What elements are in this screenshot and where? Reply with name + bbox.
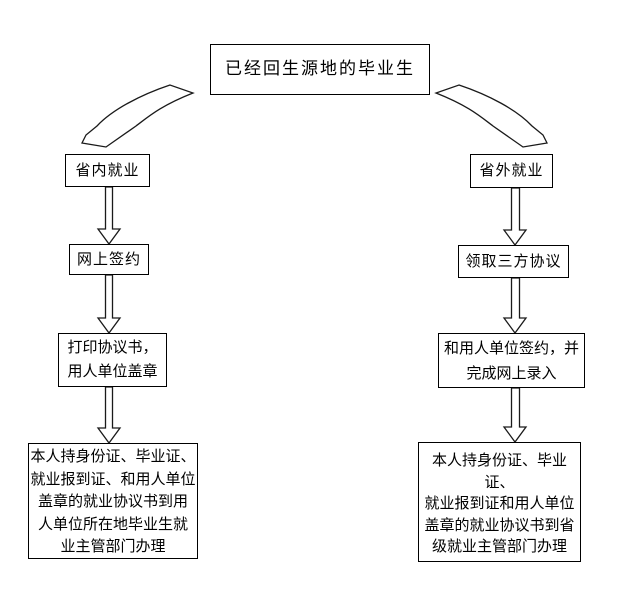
left-node-print-agreement-employer-stamp: 打印协议书， 用人单位盖章 [58,333,167,387]
left-node-final-procedure: 本人持身份证、毕业证、 就业报到证、和用人单位 盖章的就业协议书到用 人单位所在… [28,443,198,559]
down-arrow-left-2 [96,274,122,335]
right-node-out-of-province-employment: 省外就业 [470,154,553,188]
curved-branch-arrow-left [81,84,195,148]
down-arrow-left-3 [96,386,122,445]
curved-branch-arrow-right [434,84,548,148]
left-node-online-signing: 网上签约 [69,244,149,275]
down-arrow-right-1 [502,187,528,247]
right-node-sign-with-employer-online-entry: 和用人单位签约，并 完成网上录入 [438,333,585,388]
root-node-returned-graduates: 已经回生源地的毕业生 [210,44,430,95]
left-node-in-province-employment: 省内就业 [65,154,150,187]
down-arrow-right-3 [502,387,528,444]
right-node-final-procedure: 本人持身份证、毕业证、 就业报到证和用人单位 盖章的就业协议书到省 级就业主管部… [418,442,581,562]
down-arrow-left-1 [96,186,122,246]
down-arrow-right-2 [502,277,528,335]
right-node-get-tripartite-agreement: 领取三方协议 [458,245,569,278]
